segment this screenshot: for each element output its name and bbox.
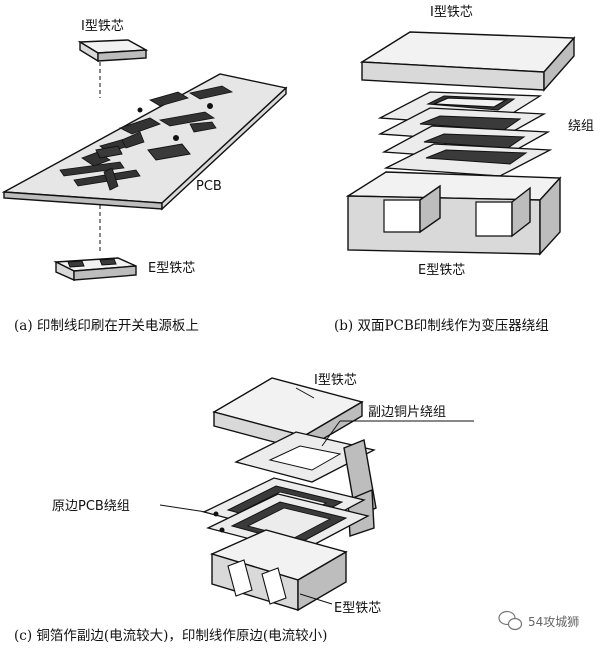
panel-c-secondary-label: 副边铜片绕组 — [368, 405, 446, 420]
panel-c: I型铁芯 副边铜片绕组 原边PCB绕组 E型铁芯 (c) 铜箔作副边(电流较大)… — [14, 373, 474, 644]
panel-c-e-core-label: E型铁芯 — [334, 601, 381, 616]
panel-a-caption: (a) 印制线印刷在开关电源板上 — [14, 318, 199, 334]
panel-b-e-core-label: E型铁芯 — [418, 263, 465, 278]
watermark-text: 54攻城狮 — [528, 615, 579, 629]
panel-a-pcb-board — [1, 73, 288, 211]
panel-c-secondary-leader — [321, 420, 341, 447]
panel-a-i-core-label: I型铁芯 — [81, 19, 124, 34]
panel-a-i-core — [77, 39, 149, 63]
panel-b: I型铁芯 绕组 E型铁芯 (b) 双面PCB印制线作为变压器绕组 — [334, 5, 594, 334]
panel-c-primary-leader — [159, 504, 207, 513]
panel-b-e-core — [345, 171, 562, 256]
panel-a-e-core-label: E型铁芯 — [148, 261, 195, 276]
panel-c-caption: (c) 铜箔作副边(电流较大)，印制线作原边(电流较小) — [14, 628, 327, 644]
panel-a-pcb-label: PCB — [196, 179, 222, 194]
panel-c-e-core — [209, 529, 348, 612]
panel-c-i-core-label: I型铁芯 — [314, 373, 357, 388]
panel-c-e-core-leader — [299, 593, 333, 605]
panel-b-i-core — [359, 31, 576, 92]
panel-b-winding-label: 绕组 — [568, 119, 594, 134]
panel-b-caption: (b) 双面PCB印制线作为变压器绕组 — [334, 318, 549, 334]
watermark: 54攻城狮 — [498, 610, 579, 631]
wechat-icon — [498, 610, 523, 631]
panel-c-primary-label: 原边PCB绕组 — [52, 499, 130, 514]
panel-b-i-core-label: I型铁芯 — [430, 5, 473, 20]
panel-b-winding-stack — [377, 91, 553, 189]
panel-a: I型铁芯 PCB E型铁芯 (a) 印制线印刷在开关电源板上 — [1, 19, 288, 334]
panel-a-e-core — [53, 257, 137, 282]
panel-c-i-core-leader — [295, 387, 315, 399]
panel-a-pcb-traces — [59, 85, 234, 191]
